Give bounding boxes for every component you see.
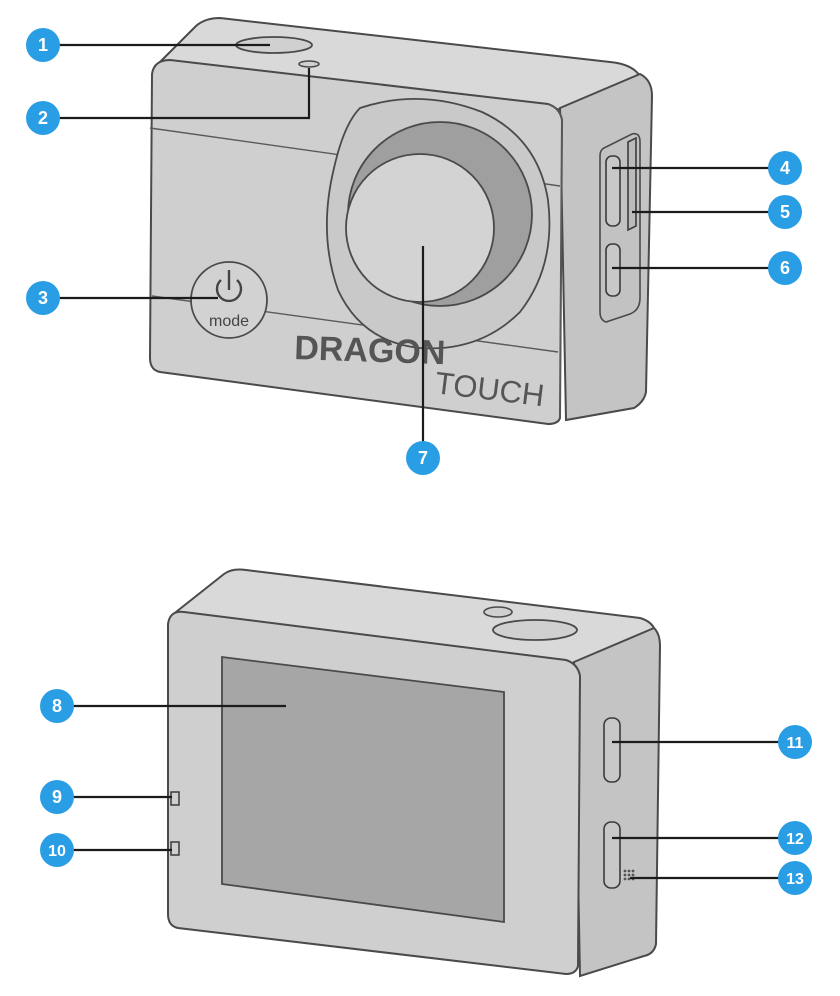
callout-11: 11	[778, 725, 812, 759]
callout-2: 2	[26, 101, 60, 135]
callout-12: 12	[778, 821, 812, 855]
side-port-upper	[604, 718, 620, 782]
svg-text:8: 8	[52, 696, 62, 716]
svg-text:7: 7	[418, 448, 428, 468]
sd-card-slot	[628, 138, 636, 230]
power-button-label: mode	[209, 313, 249, 330]
callout-7: 7	[406, 441, 440, 475]
callout-10: 10	[40, 833, 74, 867]
usb-port	[606, 244, 620, 296]
callout-8: 8	[40, 689, 74, 723]
status-light-upper	[171, 792, 179, 805]
svg-text:2: 2	[38, 108, 48, 128]
callout-6: 6	[768, 251, 802, 285]
svg-text:13: 13	[786, 871, 804, 888]
front-camera-view: mode DRAGON TOUCH	[150, 18, 652, 424]
svg-text:5: 5	[780, 202, 790, 222]
svg-text:12: 12	[786, 831, 804, 848]
side-port-lower	[604, 822, 620, 888]
callout-13: 13	[778, 861, 812, 895]
lens-glass	[346, 154, 494, 302]
svg-text:4: 4	[780, 158, 790, 178]
svg-text:11: 11	[787, 735, 804, 752]
hdmi-port	[606, 156, 620, 226]
svg-text:10: 10	[48, 843, 66, 860]
svg-text:3: 3	[38, 288, 48, 308]
back-camera-view	[168, 570, 660, 977]
lcd-screen	[222, 657, 504, 922]
callout-4: 4	[768, 151, 802, 185]
back-top-shutter	[493, 620, 577, 640]
callout-3: 3	[26, 281, 60, 315]
svg-text:9: 9	[52, 787, 62, 807]
svg-text:1: 1	[38, 35, 48, 55]
callout-1: 1	[26, 28, 60, 62]
back-top-indicator	[484, 607, 512, 617]
top-indicator-light	[299, 61, 319, 67]
status-light-lower	[171, 842, 179, 855]
callout-9: 9	[40, 780, 74, 814]
back-camera-side-face	[574, 628, 660, 976]
svg-text:6: 6	[780, 258, 790, 278]
callout-5: 5	[768, 195, 802, 229]
